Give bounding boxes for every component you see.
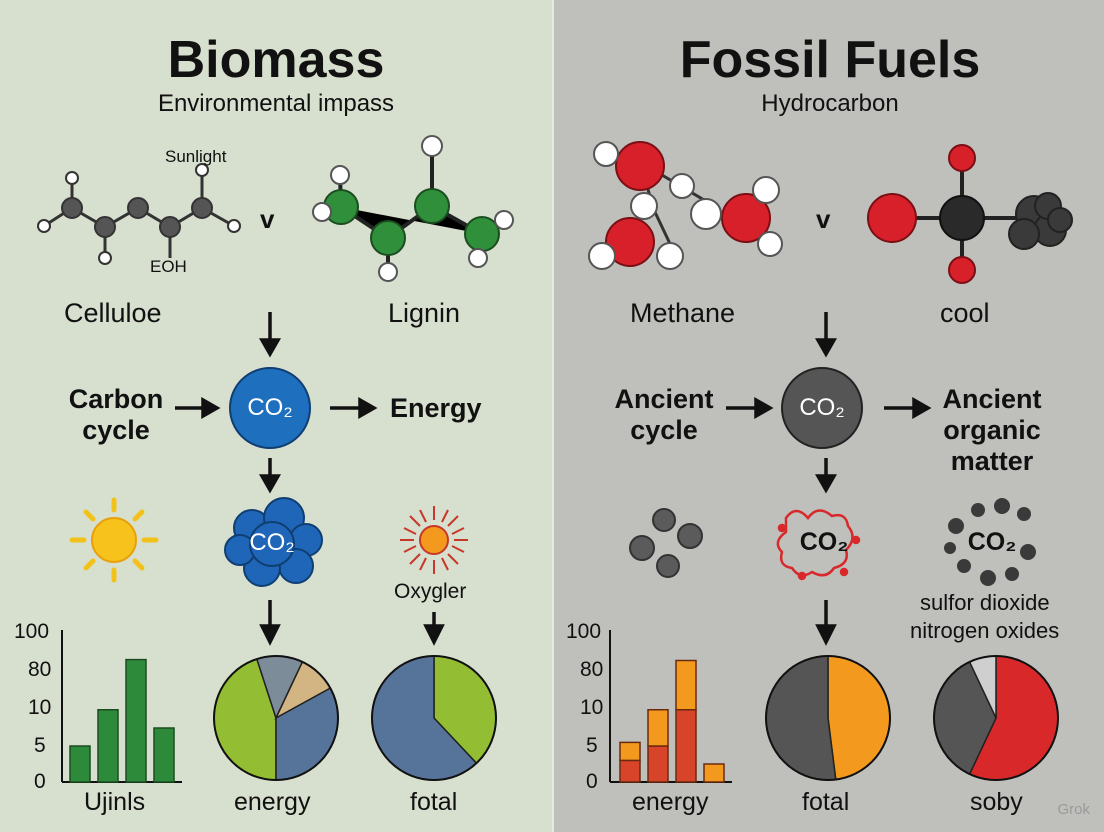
fossil-soby-pie <box>933 655 1059 781</box>
carbon-cycle-label: Carbon cycle <box>68 384 164 445</box>
bar1-bar-1 <box>97 708 119 783</box>
fossil-illustration <box>588 141 1073 783</box>
pie4-xlabel: soby <box>970 788 1023 816</box>
coal-label: cool <box>940 298 990 328</box>
bar1-bar-2 <box>125 658 147 783</box>
energy-label: Energy <box>390 393 482 423</box>
bar1-bar-3 <box>153 727 175 783</box>
biomass-illustration <box>37 135 514 783</box>
bar1-ytick-80: 80 <box>28 658 52 681</box>
fossil-title: Fossil Fuels <box>679 31 981 89</box>
flow-arrows <box>175 312 445 646</box>
pie3-slice-1 <box>765 655 837 781</box>
sun-icon <box>69 497 159 583</box>
lignin-molecule-icon <box>312 135 514 282</box>
lignin-label: Lignin <box>388 298 461 328</box>
co2-dots-label: CO₂ <box>967 528 1017 556</box>
bar2-ytick-10: 10 <box>580 696 604 719</box>
bar2-seg-3-1 <box>703 763 725 783</box>
co2-center-circle <box>229 367 311 449</box>
co2-red-ring-icon <box>776 509 861 581</box>
nitrogen-oxides-label: nitrogen oxides <box>910 618 1060 643</box>
biomass-bar-chart <box>61 630 182 783</box>
fossil-bar-chart <box>609 630 732 783</box>
bar1-ytick-100: 100 <box>14 620 50 643</box>
sulfur-dioxide-label: sulfor dioxide <box>920 590 1050 615</box>
cellulose-molecule-icon <box>37 163 241 265</box>
biomass-title: Biomass <box>167 31 385 89</box>
fossil-flow-arrows <box>726 312 932 646</box>
co2-red-label: CO₂ <box>799 528 849 556</box>
bar2-ytick-0: 0 <box>586 770 598 793</box>
bar2-ytick-100: 100 <box>566 620 602 643</box>
biomass-panel: Biomass Environmental impass <box>0 0 552 832</box>
fossil-fotal-pie <box>765 655 891 781</box>
biomass-versus: v <box>260 204 275 234</box>
biomass-fotal-pie <box>371 655 497 781</box>
fossil-subtitle: Hydrocarbon <box>761 90 899 117</box>
bar1-xlabel: Ujinls <box>84 788 146 816</box>
bar2-seg-1-1 <box>647 708 669 747</box>
pie3-slice-0 <box>827 655 891 781</box>
molecule-formula: EOH <box>150 257 187 276</box>
fossil-co2-circle <box>781 367 863 449</box>
pie2-xlabel: fotal <box>410 788 458 816</box>
methane-label: Methane <box>630 298 736 328</box>
bar1-bar-0 <box>69 745 91 783</box>
ancient-cycle-label: Ancient cycle <box>614 384 714 445</box>
co2-cloud-label: CO₂ <box>249 529 295 556</box>
co2-center-label: CO₂ <box>247 394 293 421</box>
sunlight-annotation: Sunlight <box>165 147 227 166</box>
oxygen-label: Oxygler <box>394 580 467 603</box>
co2-dot-ring-icon <box>944 498 1036 586</box>
pie3-xlabel: fotal <box>802 788 850 816</box>
coal-molecule-icon <box>867 144 1073 284</box>
bar2-xlabel: energy <box>632 788 709 816</box>
methane-molecule-icon <box>588 141 783 270</box>
fossil-panel: Fossil Fuels Hydrocarbon <box>552 0 1104 832</box>
cellulose-label: Celluloe <box>64 298 162 328</box>
bar2-seg-0-0 <box>619 759 641 783</box>
biomass-energy-pie <box>213 655 339 781</box>
fossil-co2-label: CO₂ <box>799 394 845 421</box>
watermark: Grok <box>1057 801 1090 818</box>
bar2-seg-2-1 <box>675 659 697 711</box>
bar2-seg-2-0 <box>675 708 697 783</box>
ancient-matter-label: Ancient organic matter <box>942 384 1042 476</box>
bar2-ytick-80: 80 <box>580 658 604 681</box>
oxygen-sun-icon <box>400 506 468 574</box>
bar1-ytick-5: 5 <box>34 734 46 757</box>
co2-cloud-icon <box>224 497 323 587</box>
particles-icon <box>629 508 703 578</box>
bar2-seg-0-1 <box>619 741 641 762</box>
pie1-xlabel: energy <box>234 788 311 816</box>
bar1-ytick-0: 0 <box>34 770 46 793</box>
bar1-ytick-10: 10 <box>28 696 52 719</box>
bar2-ytick-5: 5 <box>586 734 598 757</box>
bar2-seg-1-0 <box>647 745 669 783</box>
biomass-subtitle: Environmental impass <box>157 90 395 117</box>
fossil-versus: v <box>816 204 831 234</box>
